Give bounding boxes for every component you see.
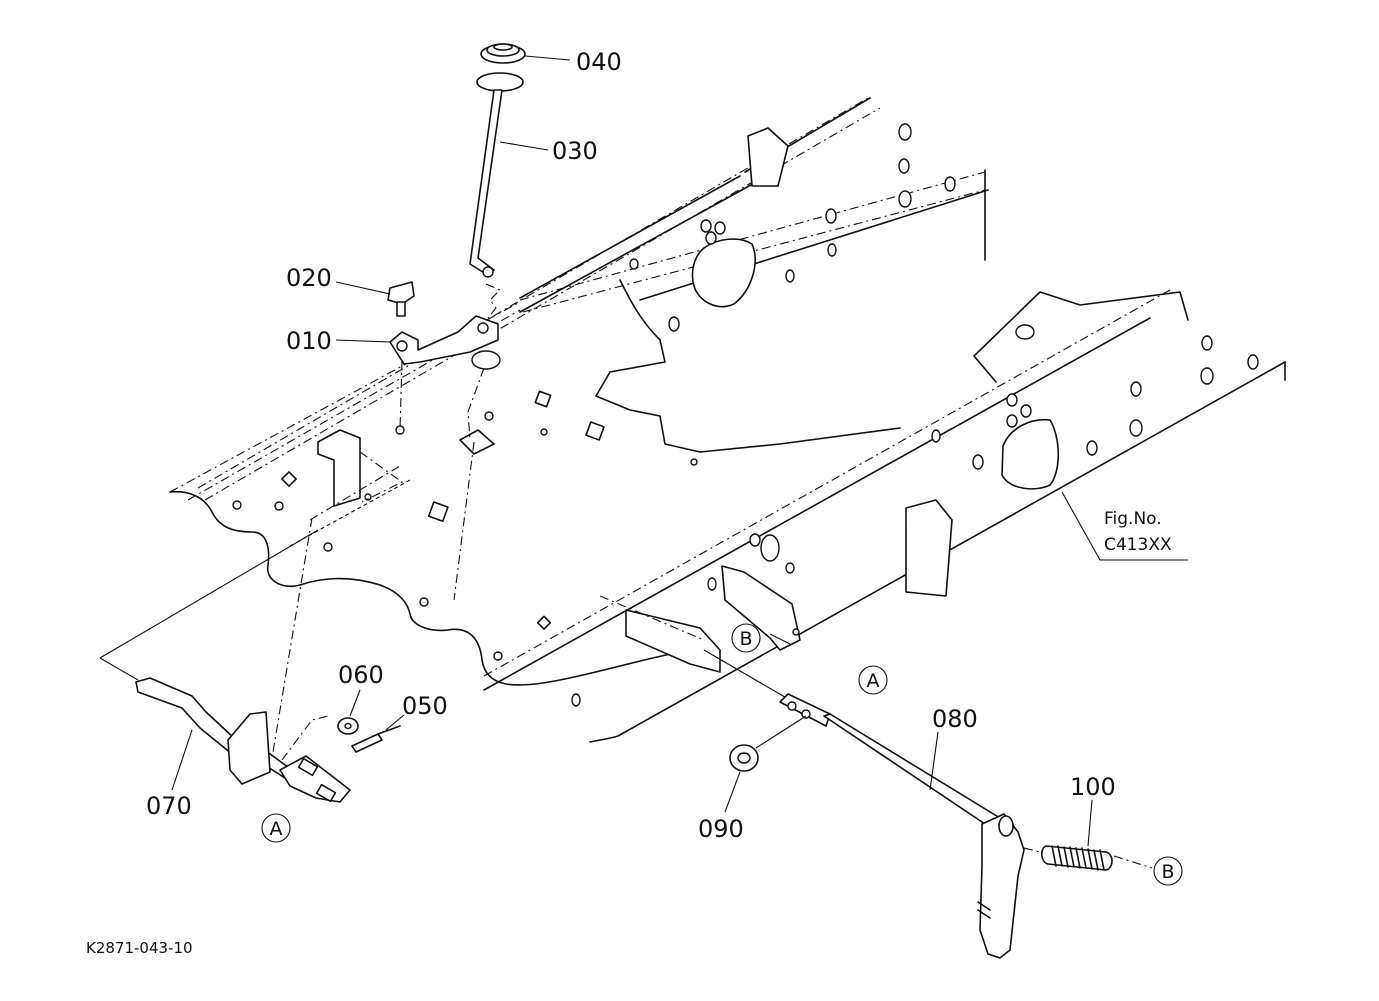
part-label-050: 050 [402,692,448,720]
part-080-rod [779,693,1025,959]
svg-text:B: B [1161,861,1174,883]
fig-code: C413XX [1104,535,1172,555]
drawing-code: K2871-043-10 [86,939,193,957]
assembly-leader-lines [99,283,1153,869]
part-060-washer [337,717,359,735]
ref-mark-b-frame: B [731,623,761,653]
part-label-100: 100 [1070,773,1116,801]
part-number-leaders [171,55,1188,847]
part-label-030: 030 [552,137,598,165]
part-label-080: 080 [932,705,978,733]
part-020-bolt [387,281,415,317]
part-label-090: 090 [698,815,744,843]
part-090-nut [729,744,759,772]
svg-text:B: B [739,628,752,650]
part-label-040: 040 [576,48,622,76]
figure-number-block: Fig.No. C413XX [1104,509,1172,555]
part-label-070: 070 [146,792,192,820]
ref-mark-a-rod: A [858,665,888,695]
ref-mark-a-lever: A [261,813,291,843]
weld-nuts [281,390,605,630]
part-label-020: 020 [286,264,332,292]
part-label-060: 060 [338,661,384,689]
chassis-frame [169,97,1286,743]
part-010-bracket [389,315,501,370]
part-100-spring [1040,845,1113,871]
part-label-010: 010 [286,327,332,355]
frame-holes [232,123,1259,707]
part-040-knob [476,43,526,92]
svg-text:A: A [270,818,283,840]
part-070-lever [135,677,351,803]
reference-marks: B A A B [261,623,1183,886]
ref-mark-b-spring: B [1153,856,1183,886]
fig-label: Fig.No. [1104,509,1162,529]
part-number-labels: 040 030 020 010 060 050 070 080 090 100 [146,48,1116,843]
svg-text:A: A [867,670,880,692]
part-030-rod [469,89,503,278]
part-050-cotter-pin [351,725,401,753]
